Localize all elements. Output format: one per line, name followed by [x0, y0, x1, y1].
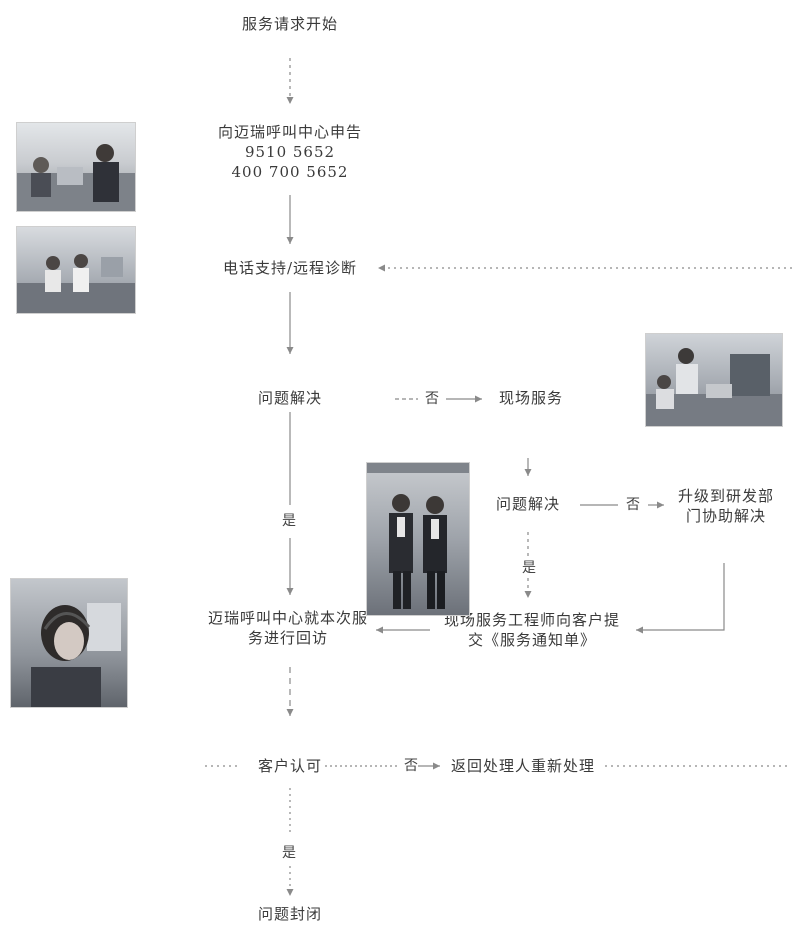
call-center-photo-2-art — [17, 254, 135, 313]
node-callback: 迈瑞呼叫中心就本次服 务进行回访 — [193, 608, 383, 648]
node-resolved-1: 问题解决 — [257, 389, 323, 407]
node-callback-line-2: 务进行回访 — [247, 629, 328, 647]
node-callback-line-1: 迈瑞呼叫中心就本次服 — [207, 609, 368, 627]
label-no-3: 否 — [404, 758, 418, 774]
operator-photo — [10, 578, 128, 708]
node-escalate: 升级到研发部 门协助解决 — [661, 486, 791, 526]
engineers-photo — [366, 462, 470, 616]
label-yes-2: 是 — [522, 560, 536, 576]
operator-photo-art — [31, 603, 121, 707]
node-report-line-1: 向迈瑞呼叫中心申告 — [217, 123, 362, 141]
node-engineer-submit: 现场服务工程师向客户提 交《服务通知单》 — [427, 610, 637, 650]
engineers-photo-art — [367, 463, 469, 609]
edge-escalate-engineer — [636, 563, 725, 634]
node-report: 向迈瑞呼叫中心申告 9510 5652 400 700 5652 — [190, 122, 390, 182]
label-yes-3: 是 — [282, 845, 296, 861]
node-reassign: 返回处理人重新处理 — [450, 757, 596, 775]
call-center-photo-1-art — [17, 144, 135, 211]
label-yes-1: 是 — [282, 513, 296, 529]
call-center-photo-1 — [16, 122, 136, 212]
call-center-photo-2 — [16, 226, 136, 314]
node-start: 服务请求开始 — [241, 15, 339, 33]
node-engineer-submit-line-1: 现场服务工程师向客户提 — [443, 611, 620, 629]
node-report-line-3: 400 700 5652 — [231, 163, 349, 181]
node-phone-support: 电话支持/远程诊断 — [222, 259, 358, 277]
node-engineer-submit-line-2: 交《服务通知单》 — [467, 631, 596, 649]
node-escalate-line-1: 升级到研发部 — [677, 487, 774, 505]
node-escalate-line-2: 门协助解决 — [685, 507, 766, 525]
onsite-service-photo — [645, 333, 783, 427]
node-report-line-2: 9510 5652 — [244, 143, 336, 161]
node-closed: 问题封闭 — [257, 905, 323, 923]
label-no-1: 否 — [425, 391, 439, 407]
node-onsite: 现场服务 — [498, 389, 564, 407]
node-customer-confirm: 客户认可 — [257, 757, 323, 775]
onsite-service-photo-art — [646, 348, 782, 426]
label-no-2: 否 — [626, 497, 640, 513]
node-resolved-2: 问题解决 — [495, 495, 561, 513]
